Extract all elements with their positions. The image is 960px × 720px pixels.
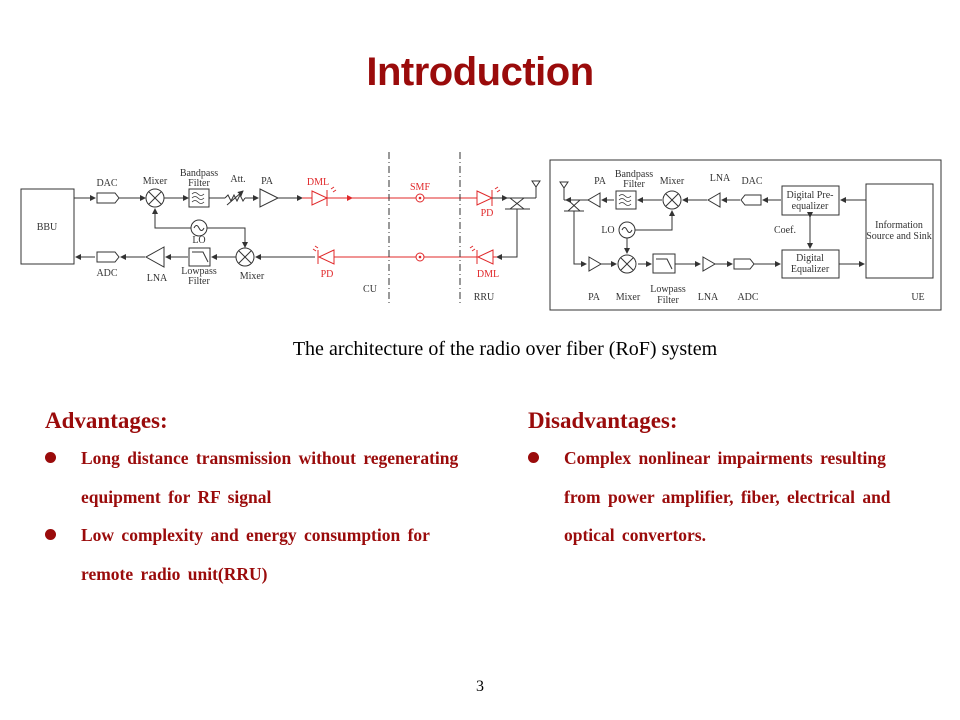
lowpass-label-2: Filter (188, 276, 210, 287)
bandpass-label-1: Bandpass (180, 168, 218, 179)
bbu-block: BBU (20, 188, 75, 265)
disadvantages-heading: Disadvantages: (528, 408, 678, 433)
digital-pre-equalizer-block: Digital Pre- equalizer (781, 185, 840, 216)
bandpass-label-2: Filter (188, 178, 210, 189)
lo-cu-icon: LO (190, 219, 208, 246)
bullet-icon (528, 452, 539, 463)
digital-equalizer-block: Digital Equalizer (781, 249, 840, 279)
lo-ue-icon: LO (601, 221, 636, 239)
lna-ue-bottom-label: LNA (698, 292, 719, 303)
smf-spool-icon: SMF (410, 182, 430, 203)
lowpass-ue-label-2: Filter (657, 295, 679, 306)
eq-label-1: Digital (796, 253, 824, 264)
mixer-ue-bottom-label: Mixer (616, 292, 641, 303)
information-source-sink-block: Information Source and Sink (865, 183, 934, 279)
attenuator-icon: Att. (224, 174, 246, 206)
dml-rx-icon: DML (469, 245, 499, 280)
info-label-2: Source and Sink (866, 231, 932, 242)
pa-ue-top-icon: PA (587, 176, 607, 208)
pa-tx-icon: PA (259, 176, 280, 208)
pa-label: PA (261, 176, 274, 187)
eq-label-2: Equalizer (791, 264, 830, 275)
lo-cu-label: LO (192, 235, 205, 246)
disadvantages-section: Disadvantages: Complex nonlinear impairm… (528, 407, 928, 555)
mixer-ue-top-label: Mixer (660, 176, 685, 187)
ue-frame (549, 159, 942, 311)
bandpass-ue-label-2: Filter (623, 179, 645, 190)
lowpass-filter-icon: Lowpass Filter (181, 247, 217, 287)
circulator-rru-icon (505, 197, 530, 210)
smf-label: SMF (410, 182, 430, 193)
adc-ue-label: ADC (737, 292, 758, 303)
ue-label: UE (911, 292, 924, 303)
lowpass-label-1: Lowpass (181, 266, 217, 277)
rru-label: RRU (474, 292, 495, 303)
dml-tx-icon: DML (302, 177, 337, 206)
pd-rx-label: PD (321, 269, 334, 280)
disadvantages-list: Complex nonlinear impairments resulting … (528, 439, 928, 555)
advantages-heading: Advantages: (45, 408, 168, 433)
antenna-rru-icon (531, 180, 541, 198)
lna-cu-label: LNA (147, 273, 168, 284)
lo-ue-label: LO (601, 225, 614, 236)
disadvantage-item: Complex nonlinear impairments resulting … (528, 439, 928, 555)
adc-ue-block: ADC (733, 258, 759, 303)
page-number: 3 (476, 678, 484, 695)
circulator-ue-icon (564, 199, 584, 212)
pd-rx-icon: PD (312, 245, 335, 280)
dac-block: DAC (96, 178, 120, 204)
bandpass-filter-icon: Bandpass Filter (180, 168, 218, 208)
dml-rx-label: DML (477, 269, 499, 280)
advantage-text: Long distance transmission without regen… (81, 448, 459, 507)
pa-ue-top-label: PA (594, 176, 607, 187)
bandpass-ue-label-1: Bandpass (615, 169, 653, 180)
pre-eq-label-2: equalizer (792, 201, 829, 212)
bullet-icon (45, 529, 56, 540)
mixer-rx-icon: Mixer (235, 247, 265, 282)
adc-label: ADC (96, 268, 117, 279)
adc-block: ADC (96, 251, 120, 279)
lowpass-ue-icon: Lowpass Filter (650, 253, 686, 306)
lna-ue-bottom-icon: LNA (698, 256, 719, 303)
smf-spool-uplink-icon (415, 252, 425, 262)
bullet-icon (45, 452, 56, 463)
mixer-rx-label: Mixer (240, 271, 265, 282)
pa-ue-bottom-label: PA (588, 292, 601, 303)
pd-tx-icon: PD (476, 186, 501, 219)
diagram-caption: The architecture of the radio over fiber… (292, 338, 718, 360)
mixer-ue-top-icon: Mixer (660, 176, 685, 210)
dac-label: DAC (96, 178, 117, 189)
advantages-list: Long distance transmission without regen… (45, 439, 475, 593)
pa-ue-bottom-icon: PA (588, 256, 602, 303)
mixer-tx-icon: Mixer (143, 176, 168, 208)
dac-ue-block: DAC (740, 176, 763, 206)
disadvantage-text: Complex nonlinear impairments resulting … (564, 448, 891, 545)
dml-tx-label: DML (307, 177, 329, 188)
bbu-label: BBU (37, 222, 58, 233)
lna-ue-top-label: LNA (710, 173, 731, 184)
rof-architecture-diagram: BBU DAC Mixer Bandpass Filter Att. PA DM… (20, 152, 942, 311)
advantage-text: Low complexity and energy consumption fo… (81, 525, 430, 584)
pd-tx-label: PD (481, 208, 494, 219)
slide-title: Introduction (366, 50, 594, 94)
advantages-section: Advantages: Long distance transmission w… (45, 407, 475, 593)
info-label-1: Information (875, 220, 923, 231)
lna-ue-top-icon: LNA (707, 173, 731, 208)
pre-eq-label-1: Digital Pre- (787, 190, 834, 201)
dac-ue-label: DAC (741, 176, 762, 187)
advantage-item: Low complexity and energy consumption fo… (45, 516, 475, 593)
coef-label: Coef. (774, 225, 796, 236)
mixer-tx-label: Mixer (143, 176, 168, 187)
mixer-ue-bottom-icon: Mixer (616, 254, 641, 303)
advantage-item: Long distance transmission without regen… (45, 439, 475, 516)
bandpass-ue-icon: Bandpass Filter (615, 169, 653, 210)
lna-cu-icon: LNA (144, 246, 168, 284)
antenna-ue-icon (559, 181, 569, 200)
att-label: Att. (230, 174, 245, 185)
lowpass-ue-label-1: Lowpass (650, 284, 686, 295)
cu-label: CU (363, 284, 378, 295)
